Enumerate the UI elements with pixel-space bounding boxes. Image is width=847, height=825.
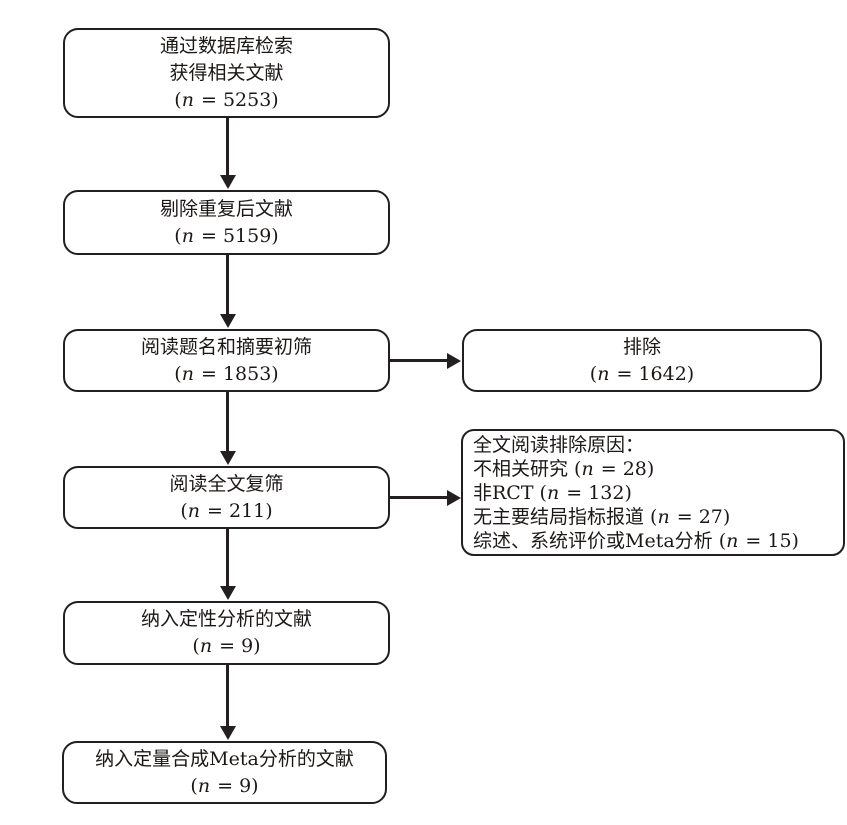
box-label-line: 阅读题名和摘要初筛 <box>140 335 312 358</box>
down-arrow-connector-2 <box>226 255 229 315</box>
box-count: (n = 1642) <box>589 362 695 385</box>
reason-item: 综述、系统评价或Meta分析 (n = 15) <box>473 529 799 552</box>
box-label-line: 通过数据库检索 <box>159 34 293 57</box>
flow-box-quantitative-included: 纳入定量合成Meta分析的文献 (n = 9) <box>62 741 387 804</box>
box-label-line: 纳入定性分析的文献 <box>140 608 312 630</box>
box-count: (n = 5159) <box>174 224 279 247</box>
box-label-line: 获得相关文献 <box>169 61 284 84</box>
box-count: (n = 1853) <box>174 362 279 385</box>
box-count: (n = 211) <box>180 499 273 522</box>
flow-box-database-search: 通过数据库检索 获得相关文献 (n = 5253) <box>63 28 390 118</box>
reason-item: 无主要结局指标报道 (n = 27) <box>473 505 731 528</box>
reasons-title: 全文阅读排除原因： <box>473 433 645 456</box>
box-count: (n = 9) <box>192 635 261 657</box>
flow-box-fulltext-screen: 阅读全文复筛 (n = 211) <box>63 466 390 529</box>
reason-item: 非RCT (n = 132) <box>473 481 632 504</box>
box-label-line: 排除 <box>622 335 661 358</box>
down-arrow-connector-1 <box>226 118 229 176</box>
right-arrow-connector-reasons <box>390 496 448 499</box>
flow-box-title-abstract-screen: 阅读题名和摘要初筛 (n = 1853) <box>63 329 390 392</box>
box-label-line: 纳入定量合成Meta分析的文献 <box>95 747 354 770</box>
down-arrow-connector-5 <box>226 665 229 727</box>
down-arrow-connector-4 <box>226 529 229 587</box>
box-count: (n = 9) <box>190 774 259 797</box>
flow-box-excluded: 排除 (n = 1642) <box>462 329 822 392</box>
right-arrow-connector-excluded <box>390 359 448 362</box>
flow-box-fulltext-exclusion-reasons: 全文阅读排除原因： 不相关研究 (n = 28) 非RCT (n = 132) … <box>461 429 845 556</box>
box-label-line: 阅读全文复筛 <box>169 472 284 495</box>
flow-box-qualitative-included: 纳入定性分析的文献 (n = 9) <box>63 601 390 665</box>
flow-box-deduplicated: 剔除重复后文献 (n = 5159) <box>63 190 390 255</box>
down-arrow-connector-3 <box>226 392 229 452</box>
box-label-line: 剔除重复后文献 <box>159 197 293 220</box>
box-count: (n = 5253) <box>174 88 279 111</box>
reason-item: 不相关研究 (n = 28) <box>473 457 655 480</box>
